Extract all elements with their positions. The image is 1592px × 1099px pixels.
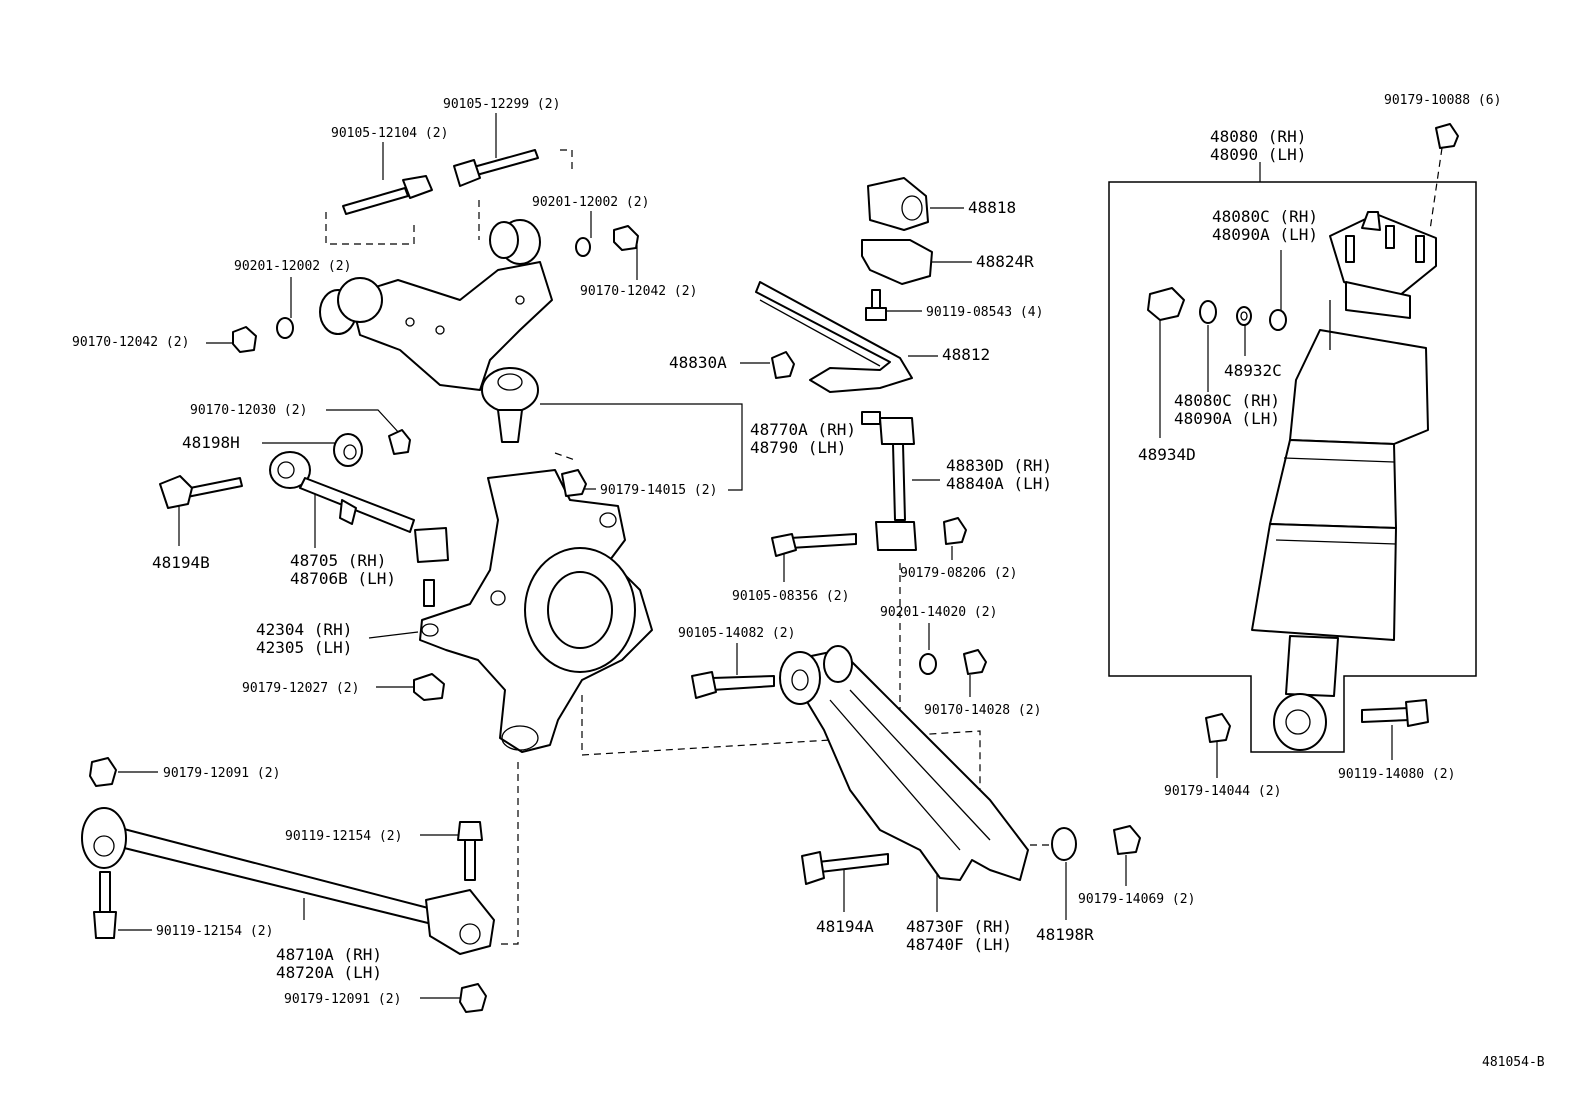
label-48080C-top: 48080C (RH) <box>1212 207 1318 226</box>
nut-90179-14044 <box>1205 713 1231 743</box>
stabilizer-bar-48812 <box>755 281 913 393</box>
label-90105-12299: 90105-12299 (2) <box>443 97 560 112</box>
label-90105-12104: 90105-12104 (2) <box>331 126 448 141</box>
upper-control-arm-48770A <box>319 219 553 443</box>
nut-90179-08206 <box>943 517 967 545</box>
label-48198R: 48198R <box>1036 925 1094 944</box>
bolt-90119-12154-b <box>93 871 117 939</box>
label-48080C-bottom: 48080C (RH) <box>1174 391 1280 410</box>
label-48090: 48090 (LH) <box>1210 145 1306 164</box>
label-48720A: 48720A (LH) <box>276 963 382 982</box>
label-48710A: 48710A (RH) <box>276 945 382 964</box>
bolt-90119-14080 <box>1361 699 1429 727</box>
label-48198H: 48198H <box>182 433 240 452</box>
label-90179-12091-top: 90179-12091 (2) <box>163 766 280 781</box>
lower-control-arm-48730F <box>779 645 1029 881</box>
bushing-48198R <box>1051 827 1077 861</box>
bolt-48194B <box>159 475 243 509</box>
label-42305: 42305 (LH) <box>256 638 352 657</box>
washer-90201-12002-left <box>276 317 294 339</box>
label-48824R: 48824R <box>976 252 1034 271</box>
washer-90201-14020 <box>919 653 937 675</box>
nut-90179-12091-top <box>89 757 117 787</box>
label-90170-12042-left: 90170-12042 (2) <box>72 335 189 350</box>
bushing-48198H <box>333 433 363 467</box>
nut-90179-10088 <box>1435 123 1459 149</box>
label-90119-14080: 90119-14080 (2) <box>1338 767 1455 782</box>
nut-90179-12091-bottom <box>459 983 487 1013</box>
ring-48932C <box>1236 306 1252 326</box>
label-42304: 42304 (RH) <box>256 620 352 639</box>
ring-48080C-bottom <box>1199 300 1217 324</box>
bolt-90119-08543 <box>865 289 887 321</box>
label-48705: 48705 (RH) <box>290 551 386 570</box>
label-90170-12042-right: 90170-12042 (2) <box>580 284 697 299</box>
nut-90170-12042-right <box>613 225 639 251</box>
label-90170-12030: 90170-12030 (2) <box>190 403 307 418</box>
label-48706B: 48706B (LH) <box>290 569 396 588</box>
label-90170-14028: 90170-14028 (2) <box>924 703 1041 718</box>
label-90119-12154-b: 90119-12154 (2) <box>156 924 273 939</box>
nut-90170-12042-left <box>232 326 257 353</box>
label-48830A: 48830A <box>669 353 727 372</box>
bracket-48824R <box>861 239 933 285</box>
nut-48830A <box>771 351 795 379</box>
bolt-90105-14082 <box>691 671 775 699</box>
label-48090A-top: 48090A (LH) <box>1212 225 1318 244</box>
washer-90201-12002-right <box>575 237 591 257</box>
clip-48934D <box>1147 287 1185 321</box>
diagram-code: 481054-B <box>1482 1055 1545 1070</box>
steering-knuckle-42304 <box>419 469 653 753</box>
label-48840A: 48840A (LH) <box>946 474 1052 493</box>
stabilizer-link-48830D <box>861 411 917 551</box>
label-90179-14044: 90179-14044 (2) <box>1164 784 1281 799</box>
label-48194A: 48194A <box>816 917 874 936</box>
label-48790: 48790 (LH) <box>750 438 846 457</box>
lower-control-arm-48710A <box>81 807 495 955</box>
label-90179-08206: 90179-08206 (2) <box>900 566 1017 581</box>
label-48080: 48080 (RH) <box>1210 127 1306 146</box>
label-48934D: 48934D <box>1138 445 1196 464</box>
label-48194B: 48194B <box>152 553 210 572</box>
bolt-90105-12104 <box>342 175 433 215</box>
label-48770A: 48770A (RH) <box>750 420 856 439</box>
nut-90179-14015 <box>561 469 587 497</box>
bolt-90105-08356 <box>771 533 857 557</box>
label-48812: 48812 <box>942 345 990 364</box>
nut-90179-12027 <box>413 673 445 701</box>
label-48932C: 48932C <box>1224 361 1282 380</box>
shock-absorber-48080 <box>1251 211 1437 751</box>
label-90179-10088: 90179-10088 (6) <box>1384 93 1501 108</box>
bushing-48818 <box>867 177 929 231</box>
label-90179-12027: 90179-12027 (2) <box>242 681 359 696</box>
bolt-48194A <box>801 851 889 885</box>
label-90105-14082: 90105-14082 (2) <box>678 626 795 641</box>
ring-48080C-top <box>1269 309 1287 331</box>
nut-90170-12030 <box>388 429 411 455</box>
nut-90170-14028 <box>963 649 987 675</box>
nut-90179-14069 <box>1113 825 1141 855</box>
label-90179-12091-bottom: 90179-12091 (2) <box>284 992 401 1007</box>
label-48740F: 48740F (LH) <box>906 935 1012 954</box>
label-90179-14015: 90179-14015 (2) <box>600 483 717 498</box>
label-90179-14069: 90179-14069 (2) <box>1078 892 1195 907</box>
label-90105-08356: 90105-08356 (2) <box>732 589 849 604</box>
label-48830D: 48830D (RH) <box>946 456 1052 475</box>
bolt-90105-12299 <box>453 149 539 187</box>
label-48730F: 48730F (RH) <box>906 917 1012 936</box>
label-48090A-bottom: 48090A (LH) <box>1174 409 1280 428</box>
label-90201-12002-left: 90201-12002 (2) <box>234 259 351 274</box>
label-48818: 48818 <box>968 198 1016 217</box>
part-labels: 90105-12299 (2) 90105-12104 (2) 90201-12… <box>72 93 1545 1070</box>
toe-control-arm-48705 <box>269 451 449 607</box>
label-90201-12002-right: 90201-12002 (2) <box>532 195 649 210</box>
label-90201-14020: 90201-14020 (2) <box>880 605 997 620</box>
label-90119-08543: 90119-08543 (4) <box>926 305 1043 320</box>
label-90119-12154-a: 90119-12154 (2) <box>285 829 402 844</box>
bolt-90119-12154-a <box>457 821 483 881</box>
